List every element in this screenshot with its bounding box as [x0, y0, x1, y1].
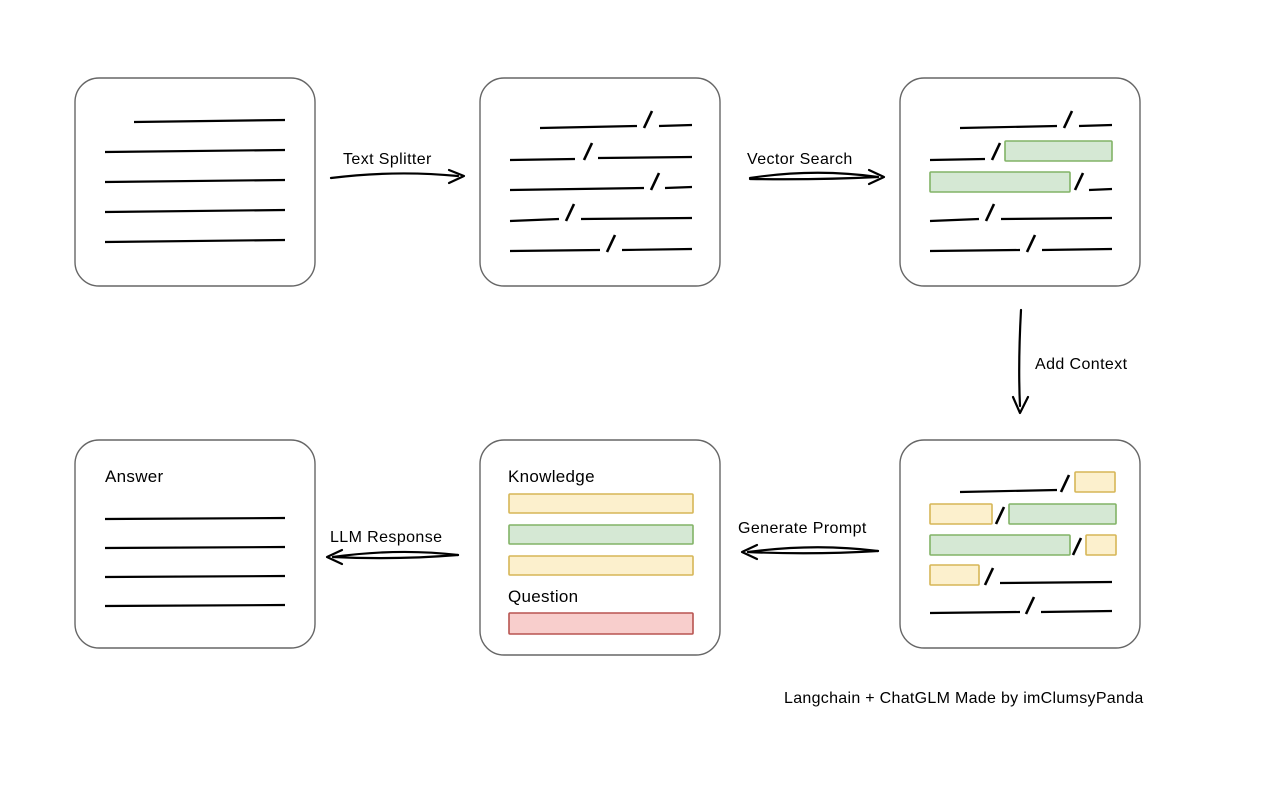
- matched-line-1a: [959, 124, 1058, 130]
- split-line-4a: [509, 217, 560, 223]
- split-line-3b: [664, 185, 693, 190]
- answer-line-3: [104, 574, 286, 579]
- answer-title: Answer: [105, 467, 164, 486]
- context-line-5a: [929, 610, 1021, 615]
- edge-generate-prompt-arrowhead: [740, 543, 759, 561]
- answer-line-1: [104, 516, 286, 521]
- node-split-chunks[interactable]: [479, 77, 721, 287]
- context-line-5b: [1040, 609, 1113, 614]
- source-line-3: [104, 178, 286, 184]
- answer-line-2: [104, 545, 286, 550]
- source-line-4: [104, 208, 286, 214]
- split-line-4b: [580, 216, 693, 221]
- matched-green-chunk-2[interactable]: [929, 171, 1071, 193]
- answer-line-4: [104, 603, 286, 608]
- context-slash-3: [1071, 537, 1083, 556]
- node-context-chunks[interactable]: [899, 439, 1141, 649]
- split-slash-5: [605, 234, 617, 253]
- edge-generate-prompt[interactable]: Generate Prompt: [738, 520, 880, 561]
- matched-slash-5: [1025, 234, 1037, 253]
- edge-text-splitter-line: [329, 172, 460, 180]
- context-yellow-chunk-4[interactable]: [929, 564, 980, 586]
- matched-slash-2: [990, 142, 1002, 161]
- context-line-1a: [959, 488, 1058, 494]
- prompt-knowledge-chunk-3[interactable]: [508, 555, 694, 576]
- node-source-document[interactable]: [74, 77, 316, 287]
- node-matched-chunks[interactable]: [899, 77, 1141, 287]
- split-chunks-frame: [479, 77, 721, 287]
- context-slash-2: [994, 506, 1006, 525]
- edge-add-context[interactable]: Add Context: [1011, 308, 1128, 415]
- node-prompt-panel[interactable]: Knowledge Question: [479, 439, 721, 656]
- matched-line-1b: [1078, 123, 1113, 128]
- matched-line-4a: [929, 217, 980, 223]
- knowledge-title: Knowledge: [508, 467, 595, 486]
- context-green-chunk-2[interactable]: [929, 534, 1071, 556]
- split-slash-3: [649, 172, 661, 191]
- context-yellow-chunk-2[interactable]: [929, 503, 993, 525]
- edge-llm-response-line: [331, 550, 460, 559]
- split-slash-4: [564, 203, 576, 222]
- prompt-question-chunk[interactable]: [508, 612, 694, 635]
- split-slash-2: [582, 142, 594, 161]
- context-yellow-chunk-1[interactable]: [1074, 471, 1116, 493]
- edge-generate-prompt-label: Generate Prompt: [738, 520, 867, 537]
- edge-add-context-arrowhead: [1011, 395, 1030, 415]
- split-line-3a: [509, 186, 645, 192]
- matched-green-chunk-1[interactable]: [1004, 140, 1113, 162]
- edge-add-context-line: [1018, 308, 1023, 408]
- context-yellow-chunk-3[interactable]: [1085, 534, 1117, 556]
- matched-line-2a: [929, 157, 986, 162]
- edge-llm-response[interactable]: LLM Response: [325, 529, 460, 566]
- edge-generate-prompt-line: [746, 546, 880, 554]
- matched-line-3b: [1088, 187, 1113, 192]
- split-line-1a: [539, 124, 638, 130]
- split-line-5b: [621, 247, 693, 252]
- edge-text-splitter-arrowhead: [447, 168, 466, 185]
- split-line-2a: [509, 157, 576, 162]
- edge-text-splitter-label: Text Splitter: [343, 151, 432, 168]
- matched-line-5a: [929, 248, 1021, 253]
- edge-text-splitter[interactable]: Text Splitter: [329, 151, 466, 185]
- edge-llm-response-line-2: [331, 553, 460, 560]
- footer-credit: Langchain + ChatGLM Made by imClumsyPand…: [784, 690, 1144, 707]
- context-slash-5: [1024, 596, 1036, 615]
- source-line-5: [104, 238, 286, 244]
- node-answer-panel[interactable]: Answer: [74, 439, 316, 649]
- source-line-1: [133, 118, 286, 124]
- matched-line-5b: [1041, 247, 1113, 252]
- edge-vector-search-label: Vector Search: [747, 151, 853, 168]
- matched-line-4b: [1000, 216, 1113, 221]
- split-line-5a: [509, 248, 601, 253]
- split-line-2b: [597, 155, 693, 160]
- matched-slash-3: [1073, 172, 1085, 191]
- edge-add-context-label: Add Context: [1035, 356, 1128, 373]
- edge-vector-search-line-2: [748, 175, 880, 181]
- edge-llm-response-arrowhead: [325, 548, 344, 566]
- edge-generate-prompt-line-2: [746, 549, 880, 555]
- question-title: Question: [508, 587, 578, 606]
- split-line-1b: [658, 123, 693, 128]
- answer-panel-frame: [74, 439, 316, 649]
- context-green-chunk-1[interactable]: [1008, 503, 1117, 525]
- prompt-knowledge-chunk-1[interactable]: [508, 493, 694, 514]
- split-slash-1: [642, 110, 654, 129]
- matched-slash-1: [1062, 110, 1074, 129]
- prompt-knowledge-chunk-2[interactable]: [508, 524, 694, 545]
- edge-vector-search-line: [748, 171, 880, 180]
- context-slash-1: [1059, 474, 1071, 493]
- edge-vector-search-arrowhead: [867, 168, 886, 186]
- matched-slash-4: [984, 203, 996, 222]
- context-slash-4: [983, 567, 995, 586]
- context-line-4b: [999, 580, 1113, 585]
- source-line-2: [104, 148, 286, 154]
- edge-llm-response-label: LLM Response: [330, 529, 442, 546]
- edge-vector-search[interactable]: Vector Search: [747, 151, 886, 186]
